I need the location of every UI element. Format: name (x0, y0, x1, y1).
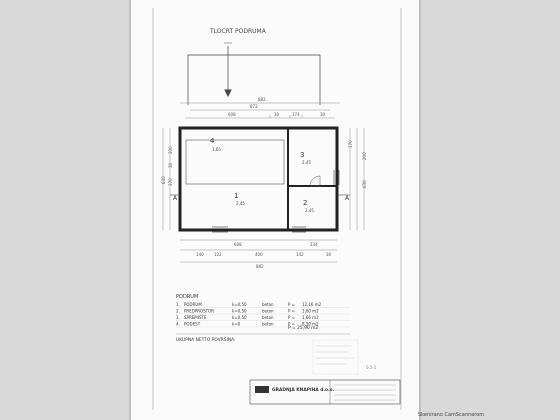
legend-row-3-mat: beton (262, 315, 274, 320)
legend-row-3-p: P = (288, 315, 295, 320)
room-1-number: 1 (234, 192, 238, 200)
dim-row3-d: 30 (320, 112, 326, 117)
legend-row-2-p: P = (288, 309, 295, 314)
legend-row-2-n: 2. (176, 309, 180, 314)
legend-row-2-area: 3,60 m2 (302, 309, 319, 314)
room-2-area: 2,45 (305, 208, 314, 213)
outer-walls (178, 126, 339, 232)
right-dimensions (349, 128, 365, 230)
legend-rows: 1. PODRUM k=0,50 beton P = 12,16 m2 2. PREDPROS… (176, 302, 350, 328)
title-block (249, 379, 401, 405)
dim-left-b: 30 (168, 162, 173, 168)
legend-row-1-n: 1. (176, 302, 180, 307)
legend-row-1-area: 12,16 m2 (302, 302, 322, 307)
legend-row-4-mat: beton (262, 322, 274, 327)
legend-row-4-p: P = (288, 322, 295, 327)
bottom-dimensions (180, 239, 337, 263)
left-dimensions (162, 128, 171, 230)
dim-right-b: 200 (362, 152, 367, 160)
paper (130, 0, 420, 420)
windows (212, 170, 340, 233)
title-block-lines (334, 384, 396, 401)
legend-row-3-k: k=0,50 (232, 315, 247, 320)
dim-bot1-e: 30 (326, 252, 332, 257)
dim-row3-c: 174 (292, 112, 300, 117)
dim-bot1-c: 400 (255, 252, 263, 257)
legend-total-label: UKUPNA NETTO POVRŠINA: (176, 336, 236, 343)
room-2-number: 2 (303, 199, 307, 207)
dim-right-a: 170 (348, 140, 353, 148)
legend-row-4-k: k=0 (232, 322, 241, 327)
stair-area (187, 42, 321, 105)
dim-bot2-a: 608 (234, 242, 242, 247)
room-4-area: 1,65 (212, 147, 221, 152)
dim-bot1-a: 140 (196, 252, 204, 257)
legend-row-2-k: k=0,50 (232, 309, 247, 314)
company-name: GRADNJA KNAPIHA d.o.o. (272, 387, 335, 393)
company-logo-icon (255, 386, 269, 393)
legend-row-1-name: PODRUM (184, 302, 202, 307)
landing-outline (185, 139, 285, 185)
dim-left-c: 370 (168, 178, 173, 186)
legend-row-3-n: 3. (176, 315, 180, 320)
dim-left-total: 630 (161, 176, 166, 184)
legend-row-2-name: PREDPROSTOR (184, 309, 214, 314)
top-dimensions (180, 102, 340, 119)
legend-row-4-area: 8,50 m2 (302, 322, 319, 327)
legend-title: PODRUM (176, 294, 198, 300)
dim-right-c: 630 (362, 180, 367, 188)
legend-row-3-area: 1,66 m2 (302, 315, 319, 320)
room-3-number: 3 (300, 151, 304, 159)
legend-row-1-k: k=0,50 (232, 302, 247, 307)
scan-credit: Skenirano CamScannerom (418, 412, 484, 418)
dim-bottom-total: 882 (256, 264, 264, 269)
dim-top-inner: 872 (250, 104, 258, 109)
legend-row-2-mat: beton (262, 309, 274, 314)
legend-row-4-n: 4. (176, 322, 180, 327)
room-3-area: 2,45 (302, 160, 311, 165)
approval-stamp (312, 339, 359, 375)
dim-bot1-d: 142 (296, 252, 304, 257)
section-mark-left: A (173, 195, 178, 202)
sheet-number: 0.5-1 (366, 365, 377, 370)
room-4-number: 4 (210, 137, 215, 145)
dim-row3-b: 30 (274, 112, 280, 117)
section-mark-right: A (345, 195, 350, 202)
door-swing (309, 175, 321, 187)
dim-row3-a: 608 (228, 112, 236, 117)
dim-top-total: 882 (258, 97, 266, 102)
plan-title: TLOCRT PODRUMA (209, 28, 267, 35)
dim-bot2-b: 234 (310, 242, 318, 247)
dim-bot1-b: 122 (214, 252, 222, 257)
legend-row-4-name: PODEST (184, 322, 201, 327)
legend-row-1-p: P = (288, 302, 295, 307)
legend-total-area: P = 25,90 m2 (288, 325, 318, 331)
legend-row-3-name: SPREMIŠTE (184, 315, 207, 320)
dim-left-a: 200 (168, 146, 173, 154)
room-1-area: 2,45 (236, 201, 245, 206)
legend-row-1-mat: beton (262, 302, 274, 307)
